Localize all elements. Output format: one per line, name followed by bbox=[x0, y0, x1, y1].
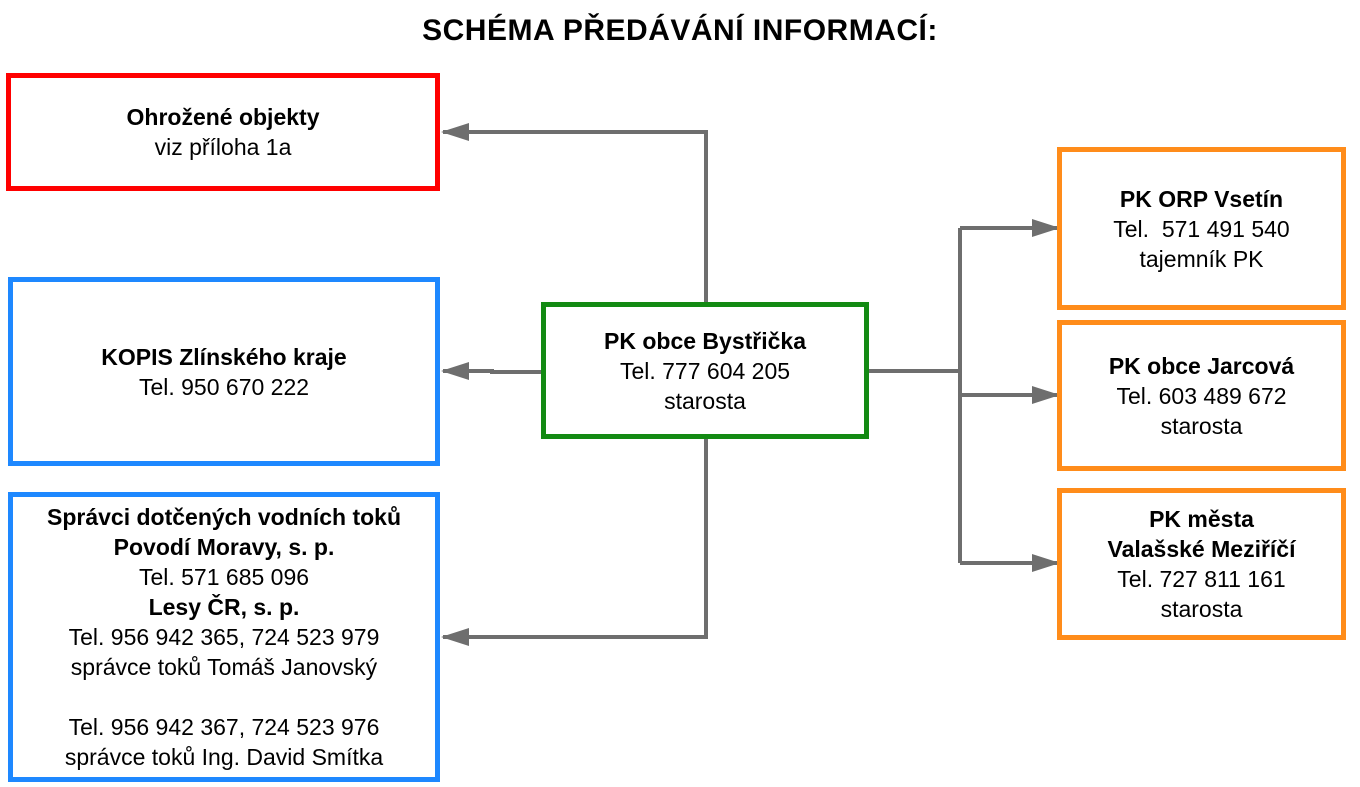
valmez-phone: Tel. 727 811 161 bbox=[1117, 566, 1286, 592]
contact2-phone: Tel. 956 942 367, 724 523 976 bbox=[68, 714, 380, 740]
jarcova-phone: Tel. 603 489 672 bbox=[1116, 382, 1287, 409]
valmez-title-line2: Valašské Meziříčí bbox=[1107, 536, 1296, 562]
valmez-role: starosta bbox=[1160, 596, 1243, 622]
threatened-objects-title: Ohrožené objekty bbox=[126, 104, 320, 130]
arrow-to-water-managers bbox=[441, 437, 708, 646]
contact2-name: správce toků Ing. David Smítka bbox=[64, 744, 384, 770]
valmez-title-line1: PK města bbox=[1149, 506, 1254, 532]
diagram-title: SCHÉMA PŘEDÁVÁNÍ INFORMACÍ: bbox=[422, 14, 938, 47]
jarcova-box: PK obce Jarcová Tel. 603 489 672 starost… bbox=[1057, 320, 1346, 471]
vsetin-role: tajemník PK bbox=[1139, 245, 1264, 272]
vsetin-phone: Tel. 571 491 540 bbox=[1113, 215, 1290, 242]
kopis-title: KOPIS Zlínského kraje bbox=[101, 343, 347, 370]
povodi-moravy-name: Povodí Moravy, s. p. bbox=[113, 534, 335, 560]
jarcova-role: starosta bbox=[1160, 412, 1243, 439]
center-role: starosta bbox=[664, 387, 746, 414]
contact1-name: správce toků Tomáš Janovský bbox=[70, 654, 378, 680]
vsetin-box: PK ORP Vsetín Tel. 571 491 540 tajemník … bbox=[1057, 147, 1346, 310]
povodi-moravy-phone: Tel. 571 685 096 bbox=[138, 564, 310, 590]
kopis-box: KOPIS Zlínského kraje Tel. 950 670 222 bbox=[8, 277, 440, 466]
vsetin-title: PK ORP Vsetín bbox=[1119, 185, 1284, 212]
center-title: PK obce Bystřička bbox=[604, 327, 806, 354]
center-box-bystricka: PK obce Bystřička Tel. 777 604 205 staro… bbox=[541, 302, 869, 439]
contact1-phone: Tel. 956 942 365, 724 523 979 bbox=[68, 624, 380, 650]
arrow-to-threatened bbox=[441, 123, 708, 303]
jarcova-title: PK obce Jarcová bbox=[1108, 352, 1295, 379]
water-managers-heading: Správci dotčených vodních toků bbox=[46, 504, 402, 530]
threatened-objects-note: viz příloha 1a bbox=[154, 134, 292, 160]
water-managers-box: Správci dotčených vodních toků Povodí Mo… bbox=[8, 492, 440, 782]
kopis-phone: Tel. 950 670 222 bbox=[138, 373, 310, 400]
center-phone: Tel. 777 604 205 bbox=[619, 357, 791, 384]
valmez-box: PK města Valašské Meziříčí Tel. 727 811 … bbox=[1057, 488, 1346, 640]
arrow-to-kopis bbox=[441, 362, 543, 380]
threatened-objects-box: Ohrožené objekty viz příloha 1a bbox=[6, 73, 440, 191]
lesy-cr-name: Lesy ČR, s. p. bbox=[148, 594, 300, 620]
